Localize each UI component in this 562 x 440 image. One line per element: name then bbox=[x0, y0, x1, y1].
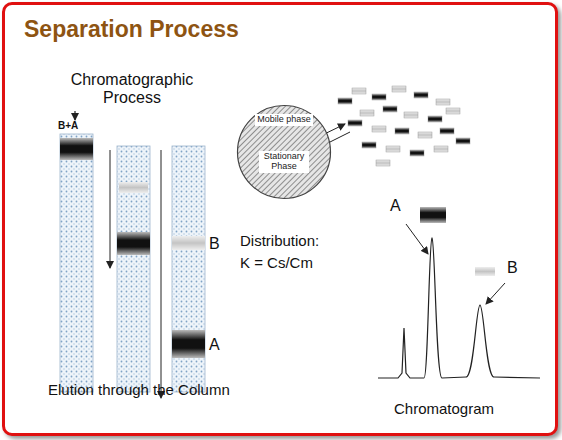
band-label: B bbox=[209, 235, 220, 253]
process-heading: Chromatographic Process bbox=[62, 71, 202, 108]
peak-label: A bbox=[390, 197, 401, 215]
phase-circle: Mobile phaseStationary Phase bbox=[236, 104, 332, 200]
equation: K = Cs/Cm bbox=[240, 254, 313, 271]
caption: Elution through the Column bbox=[48, 381, 230, 398]
circle-label: Stationary Phase bbox=[259, 151, 309, 173]
phase-label: Mobile phase bbox=[255, 114, 313, 126]
band-label: B+A bbox=[58, 120, 78, 132]
band-label: A bbox=[209, 336, 220, 354]
equation-heading: Distribution: bbox=[240, 232, 319, 249]
peak-label: B bbox=[507, 259, 518, 277]
slide-title: Separation Process bbox=[24, 16, 239, 43]
caption: Chromatogram bbox=[394, 400, 494, 417]
